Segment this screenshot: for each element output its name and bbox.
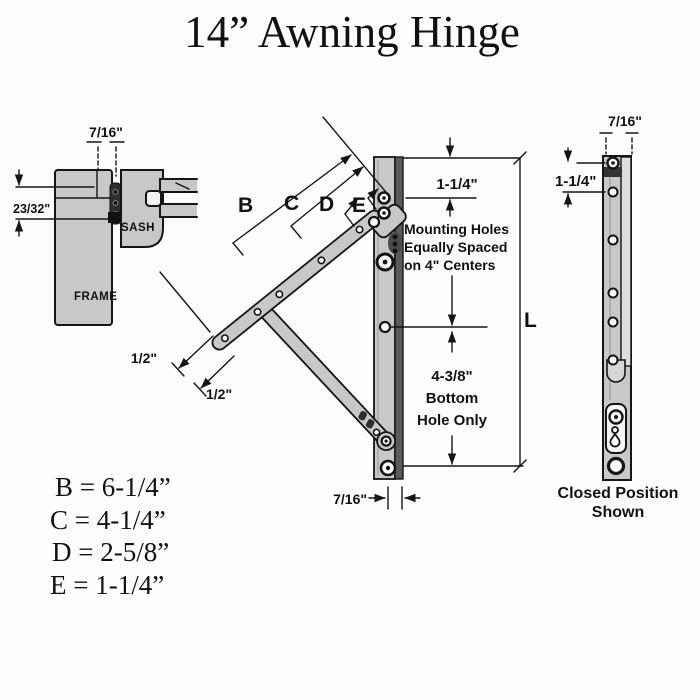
closed-caption-line1: Closed Position: [558, 485, 679, 502]
closed-hinge-bar: [602, 155, 632, 481]
sash-hook-arms: [145, 178, 198, 218]
legend-b: B = 6-1/4”: [55, 472, 171, 502]
track-width-dimension: [368, 486, 421, 510]
dim-e-label: E: [352, 194, 366, 217]
open-view: B C D E 1/2" 1/2" 1-1/4": [131, 116, 537, 510]
closed-bottom-hole: [606, 456, 626, 476]
closed-first-hole-label: 1-1/4": [555, 173, 596, 190]
frame-label: FRAME: [74, 291, 117, 303]
bottom-hole-note: 4-3/8" Bottom Hole Only: [417, 368, 488, 429]
track-holes: [375, 252, 397, 477]
dim-half-upper-label: 1/2": [131, 350, 157, 366]
keyhole-slot: [605, 403, 627, 454]
cross-section-view: 7/16" FRAME 23/32": [13, 124, 198, 326]
svg-text:Bottom: Bottom: [426, 390, 479, 407]
legend-d: D = 2-5/8”: [52, 537, 169, 567]
overlap-dimension-label: 23/32": [13, 202, 50, 216]
overlap-dimension-lines: [14, 169, 112, 237]
frame-block: [54, 169, 113, 326]
gap-dimension-label: 7/16": [89, 124, 123, 140]
main-arm: [211, 209, 383, 351]
dim-d-label: D: [319, 193, 334, 216]
closed-width-label: 7/16": [608, 113, 642, 129]
track-width-label: 7/16": [333, 491, 367, 507]
closed-view: 7/16": [555, 113, 678, 521]
lower-link-arm: [256, 302, 397, 452]
dim-half-lower-label: 1/2": [206, 386, 232, 402]
dimension-legend: B = 6-1/4” C = 4-1/4” D = 2-5/8” E = 1-1…: [50, 472, 171, 600]
length-label: L: [524, 309, 537, 332]
track-dimension-lines: [389, 137, 527, 473]
svg-text:4-3/8": 4-3/8": [431, 368, 472, 385]
sash-label: SASH: [121, 222, 155, 234]
closed-caption-line2: Shown: [592, 504, 644, 521]
legend-e: E = 1-1/4”: [50, 570, 164, 600]
arm-dimension-fan: [159, 116, 391, 333]
svg-text:Equally Spaced: Equally Spaced: [404, 239, 507, 255]
sash-block: [120, 169, 164, 248]
dim-c-label: C: [284, 192, 299, 215]
half-inch-dimensions: [171, 335, 235, 397]
legend-c: C = 4-1/4”: [50, 505, 166, 535]
svg-text:Mounting Holes: Mounting Holes: [404, 221, 509, 237]
closed-first-hole-lines: [562, 147, 606, 208]
mounting-note: Mounting Holes Equally Spaced on 4" Cent…: [404, 221, 509, 273]
page-title: 14” Awning Hinge: [184, 7, 520, 57]
dim-b-label: B: [238, 194, 253, 217]
top-pivot-bracket: [367, 191, 407, 254]
closed-width-lines: [599, 132, 639, 155]
hinge-knuckle: [108, 182, 122, 225]
arm-end-lobe: [606, 359, 626, 383]
svg-text:Hole Only: Hole Only: [417, 412, 488, 429]
dim-first-hole-label: 1-1/4": [436, 176, 477, 193]
svg-text:on 4" Centers: on 4" Centers: [404, 257, 496, 273]
